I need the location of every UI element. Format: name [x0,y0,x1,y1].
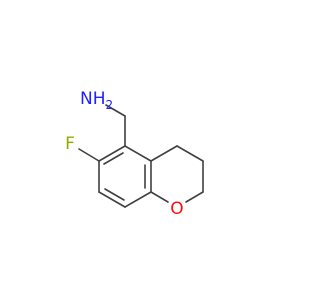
bond-c4-c3 [176,145,204,162]
bond-c4a-c5 [124,145,152,162]
amine-label: NH2 [80,89,113,112]
bond-lines [78,104,204,208]
bond-c2-o [185,191,204,203]
double-bond-c7-c8 [104,188,125,201]
bond-c8-c8a [124,191,152,208]
oxygen-label: O [170,199,183,219]
amine-subscript: 2 [106,98,114,112]
bond-ch2-n [105,104,126,117]
fluorine-label: F [65,134,75,154]
double-bond-c5-c6 [103,152,124,165]
bond-o-c8a [150,191,169,203]
bond-c7-c8 [98,191,126,208]
bond-c4a-c4 [150,145,178,162]
bond-c6-f [78,148,100,162]
molecule-structure: NH2 F O [65,89,204,219]
bond-c5-c6 [98,145,126,162]
